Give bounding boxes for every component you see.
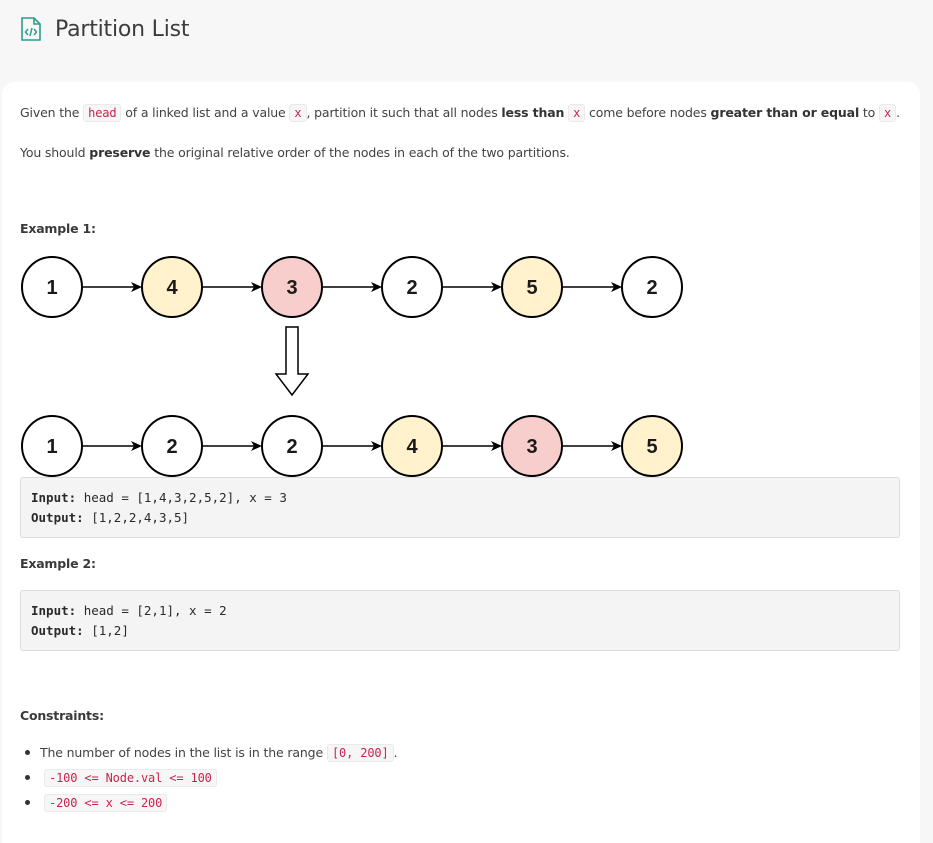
example-2-input-label: Input:	[31, 603, 77, 618]
p1-text-10: to	[859, 105, 879, 120]
constraint-item: -200 <= x <= 200	[25, 790, 397, 815]
example-1-title: Example 1:	[20, 221, 96, 236]
p1-code-11: x	[879, 104, 897, 122]
example-1-output-value: [1,2,2,4,3,5]	[91, 510, 190, 525]
constraints-list: The number of nodes in the list is in th…	[25, 740, 398, 815]
bullet-icon	[25, 800, 30, 805]
page-title: Partition List	[55, 16, 190, 42]
example-1-input-value: head = [1,4,3,2,5,2], x = 3	[83, 490, 287, 505]
example-2-output-value: [1,2]	[91, 623, 129, 638]
constraint-0-code-1: [0, 200]	[326, 743, 394, 762]
p2-bold-1: preserve	[89, 145, 151, 160]
p1-bold-5: less than	[501, 105, 565, 120]
description-paragraph-1: Given the head of a linked list and a va…	[20, 104, 900, 122]
p1-bold-9: greater than or equal	[710, 105, 860, 120]
example-1-output-label: Output:	[31, 510, 84, 525]
constraint-2-code-0: -200 <= x <= 200	[44, 793, 168, 812]
page-header: Partition List	[20, 14, 190, 44]
constraints-title: Constraints:	[20, 708, 104, 723]
example-2-output-label: Output:	[31, 623, 84, 638]
p1-code-7: x	[568, 104, 586, 122]
p1-text-2: of a linked list and a value	[121, 105, 290, 120]
p1-text-8: come before nodes	[585, 105, 711, 120]
constraint-item: -100 <= Node.val <= 100	[25, 765, 397, 790]
p1-code-1: head	[83, 104, 122, 122]
code-file-icon	[21, 17, 41, 41]
p1-code-3: x	[289, 104, 307, 122]
constraint-1-code-0: -100 <= Node.val <= 100	[44, 768, 217, 787]
description-paragraph-2: You should preserve the original relativ…	[20, 145, 570, 160]
bullet-icon	[25, 750, 30, 755]
example-1-input-label: Input:	[31, 490, 77, 505]
p2-text-2: the original relative order of the nodes…	[150, 145, 570, 160]
p2-text-0: You should	[20, 145, 90, 160]
p1-text-12: .	[896, 105, 900, 120]
constraint-0-text-2: .	[393, 745, 398, 760]
example-2-title: Example 2:	[20, 556, 96, 571]
example-2-code: Input: head = [2,1], x = 2 Output: [1,2]	[20, 590, 900, 651]
p1-text-4: , partition it such that all nodes	[306, 105, 502, 120]
bullet-icon	[25, 775, 30, 780]
example-1-code: Input: head = [1,4,3,2,5,2], x = 3 Outpu…	[20, 477, 900, 538]
constraint-item: The number of nodes in the list is in th…	[25, 740, 398, 765]
problem-card	[2, 82, 920, 843]
p1-text-0: Given the	[20, 105, 84, 120]
constraint-0-text-0: The number of nodes in the list is in th…	[40, 745, 323, 760]
example-2-input-value: head = [2,1], x = 2	[83, 603, 227, 618]
